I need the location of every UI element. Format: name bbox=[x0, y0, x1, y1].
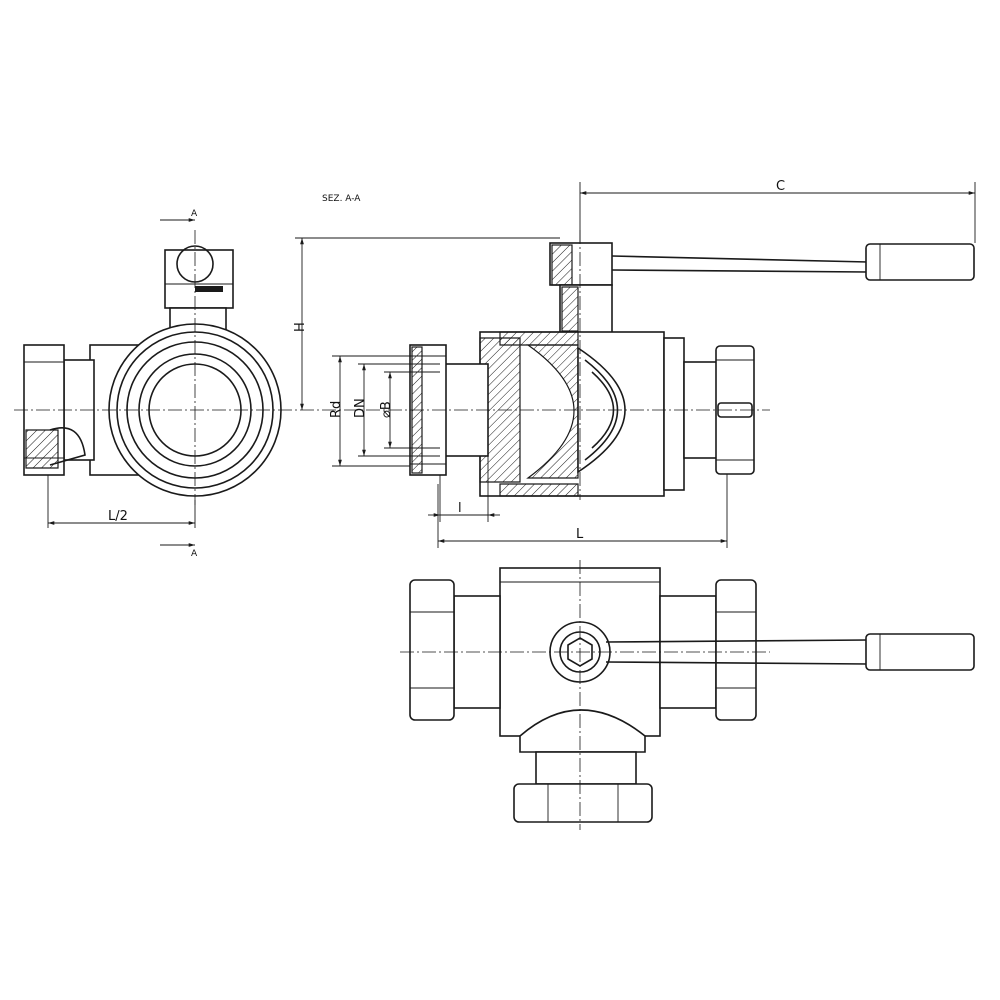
dim-label-h: H bbox=[293, 322, 308, 332]
dim-label-l2: L/2 bbox=[108, 509, 128, 524]
side-nut-thread bbox=[49, 427, 86, 466]
section-mark-top: A bbox=[191, 209, 198, 219]
section-view: SEZ. A-A bbox=[293, 179, 976, 548]
dim-label-l: L bbox=[576, 527, 584, 542]
plan-bottom-neck bbox=[519, 709, 646, 753]
side-handle-stripe bbox=[195, 286, 223, 292]
dim-label-dn: DN bbox=[353, 398, 368, 418]
plan-lever-grip bbox=[865, 633, 975, 671]
side-handle-block bbox=[164, 249, 234, 309]
section-ball bbox=[526, 344, 579, 479]
dim-label-c: C bbox=[776, 179, 785, 194]
dim-label-b: ⌀B bbox=[379, 401, 394, 418]
section-ball-port bbox=[577, 346, 626, 474]
section-title: SEZ. A-A bbox=[322, 194, 361, 204]
section-mark-bottom: A bbox=[191, 549, 198, 559]
plan-bottom-pipe bbox=[535, 751, 637, 785]
side-view: A A L/2 bbox=[14, 209, 300, 559]
dim-label-l-small: l bbox=[458, 501, 462, 516]
dim-label-rd: Rd bbox=[329, 401, 344, 418]
section-right-collar bbox=[663, 337, 685, 491]
side-nut-section bbox=[25, 429, 59, 469]
plan-bottom-nut bbox=[513, 783, 653, 823]
plan-view bbox=[400, 560, 975, 830]
plan-left-nut bbox=[409, 579, 455, 721]
section-lever-grip bbox=[865, 243, 975, 281]
plan-right-nut bbox=[715, 579, 757, 721]
